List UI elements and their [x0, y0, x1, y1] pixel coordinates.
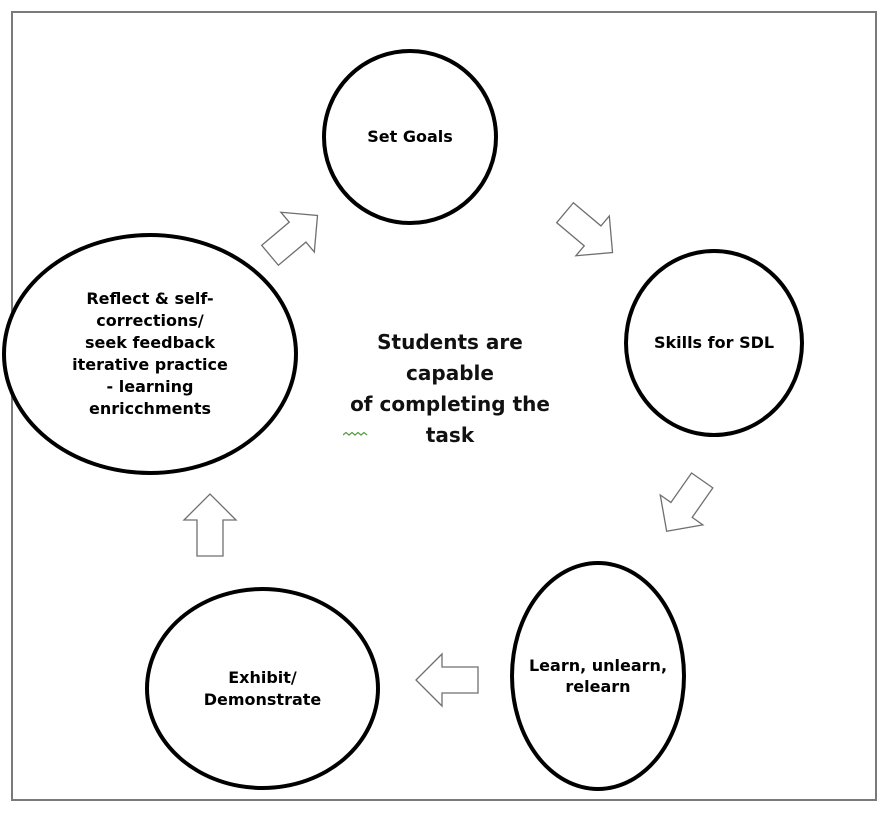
arrow-reflect-to-goals — [252, 194, 335, 276]
spellcheck-squiggle — [343, 432, 368, 436]
node-reflect: Reflect & self- corrections/ seek feedba… — [2, 233, 298, 475]
node-skills-for-sdl: Skills for SDL — [624, 249, 804, 437]
node-label: Learn, unlearn, relearn — [528, 655, 668, 696]
arrow-goals-to-skills — [547, 192, 630, 274]
node-label: Reflect & self- corrections/ seek feedba… — [72, 288, 228, 419]
diagram-frame — [11, 11, 877, 801]
node-exhibit-demonstrate: Exhibit/ Demonstrate — [145, 587, 380, 790]
node-learn-unlearn-relearn: Learn, unlearn, relearn — [510, 561, 686, 791]
node-label: Set Goals — [367, 127, 453, 147]
node-label: Skills for SDL — [653, 333, 775, 353]
arrow-learn-to-exhibit — [415, 653, 479, 707]
arrow-skills-to-learn — [644, 464, 725, 547]
center-statement: Students are capable of completing the t… — [350, 330, 550, 447]
arrow-exhibit-to-reflect — [183, 493, 237, 557]
node-label: Exhibit/ Demonstrate — [203, 668, 322, 709]
node-set-goals: Set Goals — [322, 49, 498, 225]
